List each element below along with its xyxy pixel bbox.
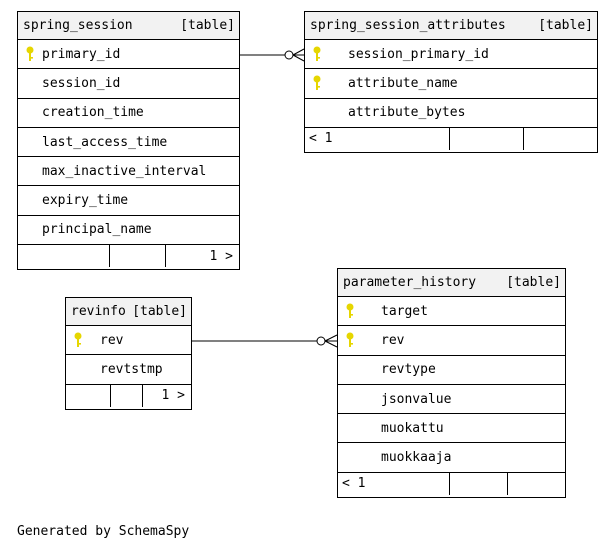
- column-row[interactable]: primary_id: [18, 40, 239, 70]
- table-name: revinfo: [71, 304, 126, 319]
- children-count[interactable]: 1 >: [161, 388, 185, 404]
- table-kind: [table]: [506, 275, 561, 290]
- column-row[interactable]: last_access_time: [18, 128, 239, 158]
- table-footer: 1 >: [66, 384, 191, 407]
- column-name: rev: [381, 332, 405, 348]
- table-header: revinfo [table]: [66, 298, 191, 326]
- footer-cell: [508, 473, 565, 495]
- column-name: rev: [100, 332, 124, 348]
- column-row[interactable]: revtype: [338, 356, 565, 385]
- table-header: parameter_history [table]: [338, 269, 565, 297]
- column-name: session_id: [42, 75, 121, 91]
- column-name: max_inactive_interval: [42, 163, 207, 179]
- column-name: attribute_name: [348, 75, 458, 91]
- column-name: jsonvalue: [381, 391, 452, 407]
- primary-key-icon: [313, 75, 321, 91]
- column-row[interactable]: muokattu: [338, 414, 565, 444]
- footer-cell: [450, 472, 508, 495]
- column-row[interactable]: target: [338, 297, 565, 327]
- column-row[interactable]: creation_time: [18, 99, 239, 128]
- column-row[interactable]: session_id: [18, 69, 239, 99]
- column-name: muokattu: [381, 420, 444, 436]
- footer-cell: [111, 384, 143, 407]
- column-row[interactable]: revtstmp: [66, 355, 191, 385]
- column-name: muokkaaja: [381, 450, 452, 466]
- table-footer: 1 >: [18, 245, 239, 268]
- table-revinfo[interactable]: revinfo [table] rev revtstmp 1 >: [65, 297, 192, 410]
- footer-cell: [450, 127, 524, 150]
- table-footer: < 1: [305, 127, 597, 150]
- generator-caption: Generated by SchemaSpy: [17, 524, 190, 539]
- footer-cell: [110, 245, 166, 268]
- table-spring-session-attributes[interactable]: spring_session_attributes [table] sessio…: [304, 11, 598, 153]
- column-row[interactable]: jsonvalue: [338, 385, 565, 415]
- column-row[interactable]: rev: [338, 326, 565, 356]
- column-row[interactable]: max_inactive_interval: [18, 157, 239, 187]
- column-name: revtstmp: [100, 361, 163, 377]
- footer-cell: [18, 245, 110, 268]
- column-row[interactable]: principal_name: [18, 216, 239, 246]
- column-name: primary_id: [42, 46, 121, 62]
- table-footer: < 1: [338, 472, 565, 495]
- column-name: session_primary_id: [348, 46, 489, 62]
- primary-key-icon: [346, 332, 354, 348]
- table-spring-session[interactable]: spring_session [table] primary_id sessio…: [17, 11, 240, 270]
- primary-key-icon: [313, 46, 321, 61]
- table-name: spring_session: [23, 18, 133, 33]
- column-row[interactable]: expiry_time: [18, 186, 239, 216]
- column-row[interactable]: session_primary_id: [305, 40, 597, 70]
- column-row[interactable]: attribute_name: [305, 69, 597, 99]
- table-kind: [table]: [132, 304, 187, 319]
- children-count[interactable]: 1 >: [209, 248, 233, 264]
- table-name: parameter_history: [343, 275, 477, 290]
- column-name: revtype: [381, 362, 436, 378]
- column-name: target: [381, 303, 428, 319]
- table-kind: [table]: [180, 18, 235, 33]
- column-name: creation_time: [42, 105, 144, 121]
- column-row[interactable]: muokkaaja: [338, 443, 565, 473]
- column-name: attribute_bytes: [348, 105, 466, 121]
- footer-cell: [524, 128, 597, 150]
- primary-key-icon: [74, 332, 82, 347]
- footer-cell: [66, 384, 111, 407]
- edge-revinfo-to-parameter-history: [192, 334, 338, 348]
- column-name: last_access_time: [42, 134, 168, 150]
- table-parameter-history[interactable]: parameter_history [table] target rev rev…: [337, 268, 566, 498]
- parents-count[interactable]: < 1: [305, 127, 450, 150]
- parents-count[interactable]: < 1: [338, 472, 450, 495]
- primary-key-icon: [26, 46, 34, 61]
- table-kind: [table]: [538, 18, 593, 33]
- table-header: spring_session [table]: [18, 12, 239, 40]
- column-row[interactable]: attribute_bytes: [305, 99, 597, 128]
- edge-spring-session-to-attributes: [240, 48, 305, 62]
- column-name: principal_name: [42, 222, 152, 238]
- column-name: expiry_time: [42, 193, 129, 209]
- primary-key-icon: [346, 303, 354, 318]
- table-header: spring_session_attributes [table]: [305, 12, 597, 40]
- table-name: spring_session_attributes: [310, 18, 506, 33]
- column-row[interactable]: rev: [66, 326, 191, 356]
